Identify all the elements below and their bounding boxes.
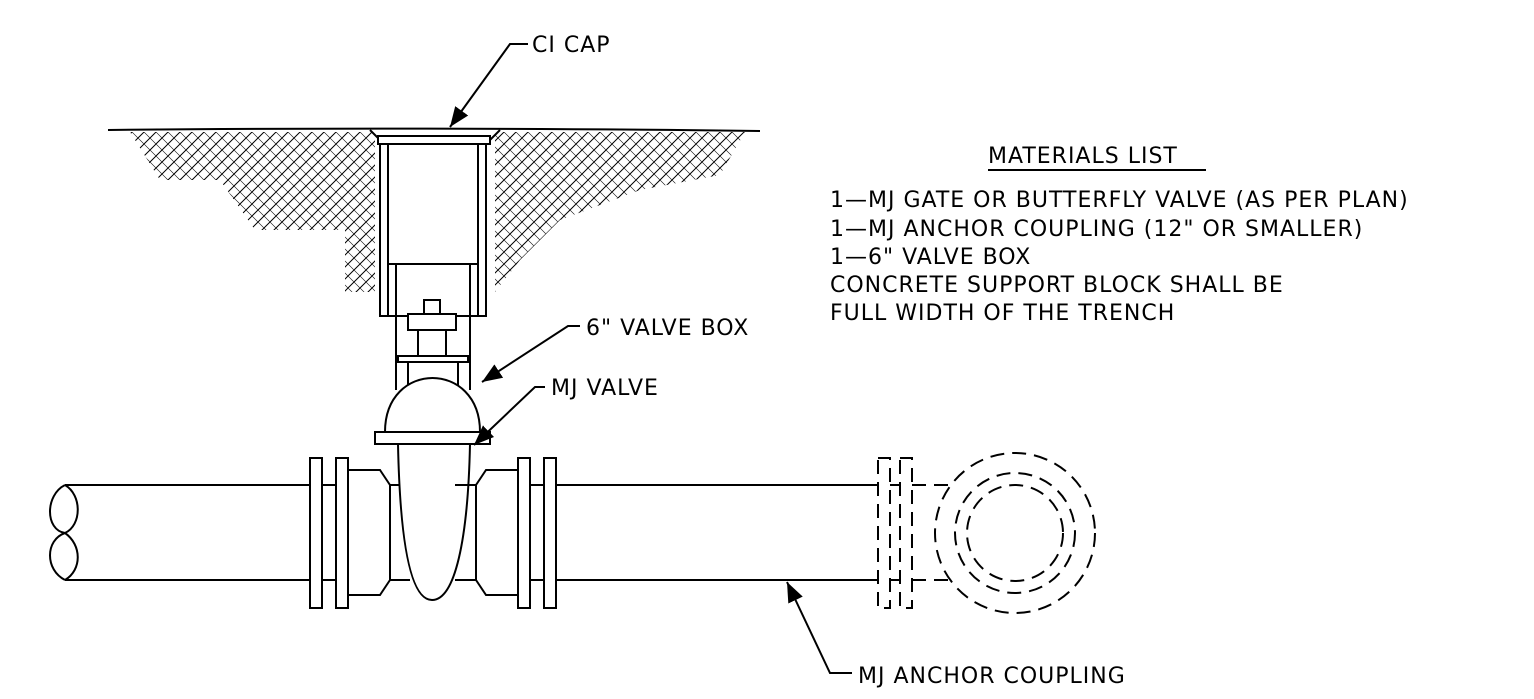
materials-item: FULL WIDTH OF THE TRENCH bbox=[830, 301, 1175, 326]
mj-joint-left bbox=[309, 457, 391, 609]
callout-valve-box: 6" VALVE BOX bbox=[586, 316, 749, 341]
soil-hatching bbox=[130, 132, 745, 292]
valve-operator bbox=[397, 299, 469, 392]
valve-box bbox=[379, 143, 487, 390]
materials-title: MATERIALS LIST bbox=[988, 144, 1178, 169]
materials-item: 1—MJ ANCHOR COUPLING (12" OR SMALLER) bbox=[830, 217, 1363, 242]
ci-cap bbox=[369, 129, 501, 145]
materials-item: CONCRETE SUPPORT BLOCK SHALL BE bbox=[830, 273, 1284, 298]
materials-item: 1—6" VALVE BOX bbox=[830, 245, 1031, 270]
valve-body bbox=[390, 443, 476, 602]
materials-item: 1—MJ GATE OR BUTTERFLY VALVE (AS PER PLA… bbox=[830, 188, 1409, 213]
callout-anchor-coupling: MJ ANCHOR COUPLING bbox=[858, 664, 1126, 689]
pipe-section-circles bbox=[934, 452, 1096, 614]
mj-joint-right bbox=[475, 457, 557, 609]
anchor-coupling-flanges bbox=[877, 457, 950, 609]
pipe-left bbox=[49, 484, 310, 581]
leader-lines bbox=[449, 43, 852, 674]
callout-ci-cap: CI CAP bbox=[532, 33, 611, 58]
pipe-right bbox=[556, 484, 878, 581]
ground-line bbox=[107, 127, 761, 132]
mj-valve bbox=[374, 377, 491, 445]
callout-mj-valve: MJ VALVE bbox=[551, 376, 659, 401]
materials-list: MATERIALS LIST 1—MJ GATE OR BUTTERFLY VA… bbox=[830, 144, 1409, 326]
